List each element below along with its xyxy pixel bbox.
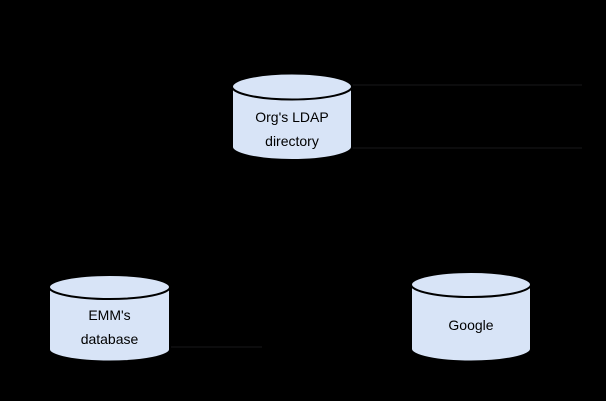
ldap-label-line2: directory (265, 133, 319, 149)
emm-cylinder-body-outline (48, 287, 171, 363)
faint-label-box (352, 84, 582, 149)
google-cylinder-top-outline (410, 271, 532, 298)
emm-label-line2: database (81, 331, 139, 347)
google-cylinder-body-outline (410, 284, 532, 363)
ldap-cylinder-body-outline (231, 86, 353, 161)
ldap-label-line1: Org's LDAP (255, 109, 328, 125)
ldap-directory-node: Org's LDAP directory (231, 72, 353, 161)
emm-label-line1: EMM's (88, 307, 130, 323)
ldap-cylinder-top-outline (231, 72, 353, 101)
ldap-cylinder-icon (232, 73, 352, 160)
emm-database-node: EMM's database (48, 274, 171, 363)
google-label-line1: Google (448, 317, 493, 333)
google-node: Google (410, 271, 532, 363)
emm-cylinder-top-outline (48, 274, 171, 300)
